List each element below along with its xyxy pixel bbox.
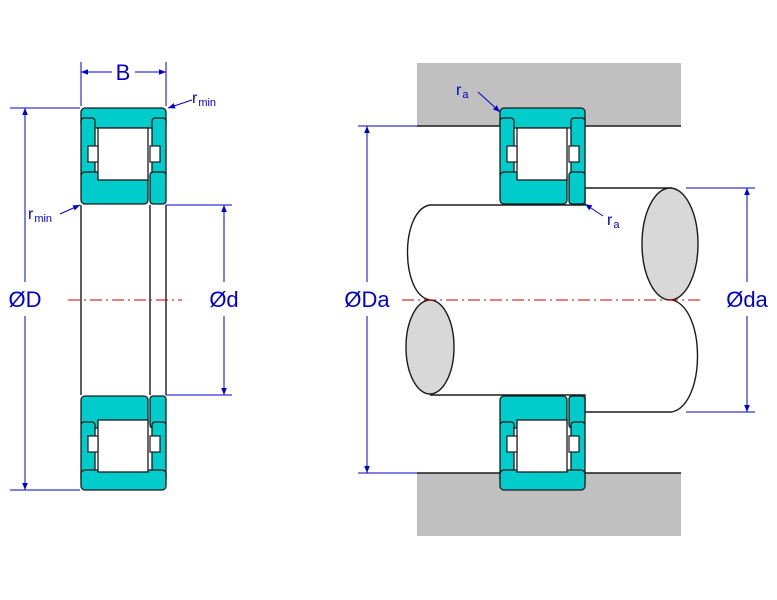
- ra-top-sub: a: [462, 89, 469, 101]
- label-ID: Ød: [209, 287, 238, 312]
- bearing-top-section: [80, 107, 167, 205]
- bearing-mounted: [499, 107, 586, 491]
- shaft: [405, 187, 699, 413]
- callout-rmin-left: rmin: [28, 204, 81, 225]
- rmin-top-main: r: [192, 90, 198, 107]
- ra-right-main: r: [607, 212, 613, 229]
- callout-ra-right: ra: [584, 203, 620, 231]
- shaft-end-left: [405, 299, 455, 395]
- svg-text:ra: ra: [456, 82, 469, 101]
- rmin-left-main: r: [28, 206, 34, 223]
- svg-text:rmin: rmin: [192, 90, 216, 109]
- ra-top-main: r: [456, 82, 462, 99]
- label-Da: ØDa: [344, 287, 390, 312]
- svg-text:rmin: rmin: [28, 206, 52, 225]
- shaft-end-right: [641, 187, 699, 301]
- rmin-left-sub: min: [34, 213, 52, 225]
- rmin-top-sub: min: [198, 97, 216, 109]
- label-OD: ØD: [9, 287, 42, 312]
- label-B: B: [116, 60, 131, 85]
- callout-ra-top: ra: [456, 82, 501, 113]
- dimension-B: B: [80, 60, 167, 106]
- dimension-da: Øda: [686, 187, 769, 413]
- callout-rmin-top: rmin: [167, 90, 216, 109]
- label-da: Øda: [726, 287, 768, 312]
- dimension-OD: ØD: [9, 107, 80, 491]
- dimension-ID: Ød: [166, 204, 239, 396]
- dimension-Da: ØDa: [344, 125, 417, 474]
- svg-text:ra: ra: [607, 212, 620, 231]
- ra-right-sub: a: [613, 219, 620, 231]
- bearing-bottom-section: [80, 395, 167, 491]
- bearing-section-left: [80, 107, 167, 491]
